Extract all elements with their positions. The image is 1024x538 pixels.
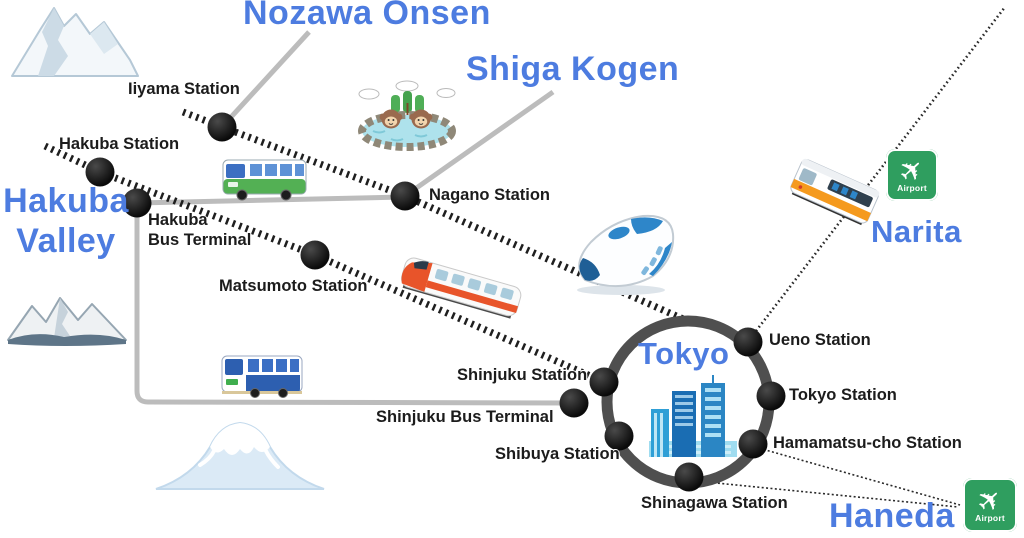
station-dot-iiyama <box>207 112 237 142</box>
station-label-shinjuku: Shinjuku Station <box>457 366 588 384</box>
station-label-tokyo-station: Tokyo Station <box>789 386 897 404</box>
station-label-hakuba-bus-terminal: Hakuba Bus Terminal <box>148 210 251 250</box>
station-dot-hakuba-bus-terminal <box>122 188 152 218</box>
destination-label-shiga-kogen: Shiga Kogen <box>466 50 680 88</box>
station-dot-shinagawa <box>674 462 704 492</box>
station-dot-matsumoto <box>300 240 330 270</box>
station-label-shinjuku-bus-terminal: Shinjuku Bus Terminal <box>376 408 554 426</box>
railway-shinjuku-matsumoto-hakuba <box>43 142 606 386</box>
shinkansen-illustration <box>577 214 675 295</box>
tokyo-skyline-illustration <box>649 375 737 457</box>
station-dot-nagano <box>390 181 420 211</box>
station-label-line: Hakuba <box>148 211 208 229</box>
destination-label-narita: Narita <box>871 214 962 249</box>
station-label-nagano: Nagano Station <box>429 186 551 204</box>
airport-sign-label: Airport <box>897 182 927 193</box>
station-dot-shibuya <box>604 421 634 451</box>
station-dot-hakuba <box>85 157 115 187</box>
destination-label-nozawa-onsen: Nozawa Onsen <box>243 0 491 32</box>
pointer-line-shiga <box>403 89 555 199</box>
destination-label-line: Valley <box>16 222 116 260</box>
station-label-hamamatsucho: Hamamatsu-cho Station <box>773 434 962 452</box>
pointer-line-nozawa <box>220 30 311 129</box>
railway-hamamatsucho-haneda <box>754 446 961 506</box>
city-bus-illustration <box>222 159 307 201</box>
express-train-illustration <box>400 257 522 319</box>
narita-airport-sign: ✈ Airport <box>886 149 938 201</box>
monkey-left <box>379 109 403 129</box>
railway-tokyo-nagano-shinkansen <box>403 192 692 326</box>
station-label-hakuba: Hakuba Station <box>59 135 180 153</box>
monkey-onsen-illustration <box>358 80 456 151</box>
destination-label-line: Hakuba <box>3 182 129 220</box>
station-label-shibuya: Shibuya Station <box>495 445 620 463</box>
station-dot-tokyo-station <box>756 381 786 411</box>
station-label-matsumoto: Matsumoto Station <box>219 277 368 295</box>
station-dot-ueno <box>733 327 763 357</box>
airport-sign-label: Airport <box>975 512 1005 523</box>
railway-ueno-narita <box>754 6 1007 332</box>
destination-label-haneda: Haneda <box>829 497 955 535</box>
snow-mountain-illustration <box>11 7 139 77</box>
station-label-iiyama: Iiyama Station <box>128 80 240 98</box>
destination-label-tokyo: Tokyo <box>638 336 730 371</box>
station-label-ueno: Ueno Station <box>769 331 871 349</box>
bus-route-hakuba-shinjuku <box>134 203 575 406</box>
monkey-right <box>409 109 433 129</box>
haneda-airport-sign: ✈ Airport <box>963 478 1017 532</box>
station-dot-shinjuku <box>589 367 619 397</box>
destination-label-hakuba-valley: Hakuba Valley <box>2 181 130 261</box>
station-dot-hamamatsucho <box>738 429 768 459</box>
mt-fuji-illustration <box>155 421 325 490</box>
station-label-line: Bus Terminal <box>148 231 252 249</box>
rocky-mountains-illustration <box>7 297 127 346</box>
station-label-shinagawa: Shinagawa Station <box>641 494 788 512</box>
narita-express-illustration <box>790 158 880 226</box>
station-dot-shinjuku-bus-terminal <box>559 388 589 418</box>
highway-bus-illustration <box>221 355 303 398</box>
